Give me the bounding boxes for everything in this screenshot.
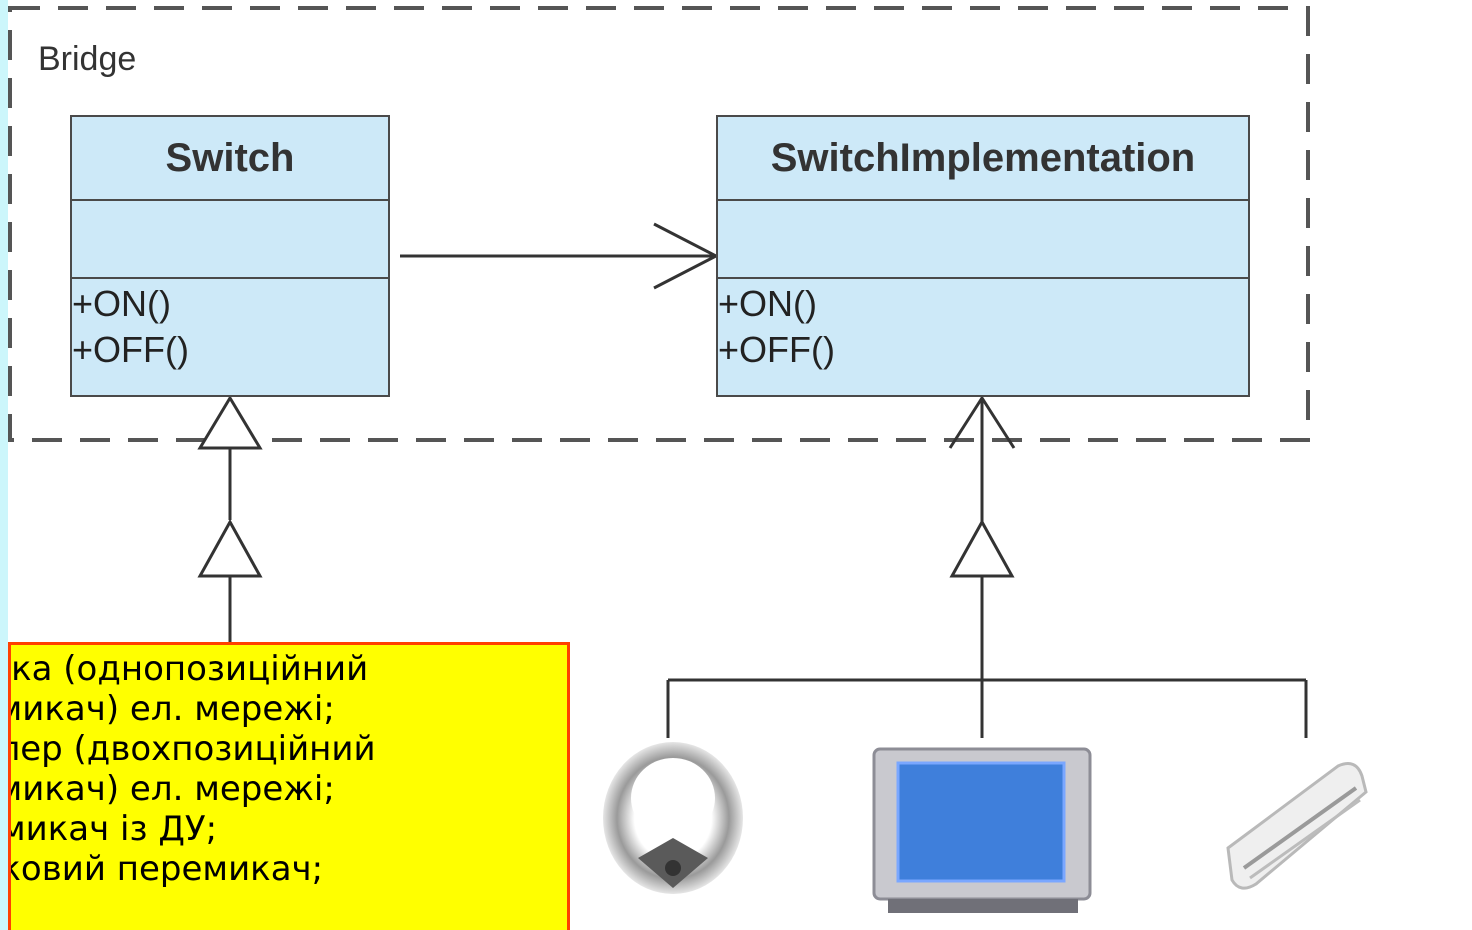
package-label: Bridge (38, 40, 137, 78)
switch-attributes (72, 201, 388, 279)
switch-op-on: +ON() (72, 283, 171, 324)
note-line: перемикач) ел. мережі; (11, 769, 335, 809)
lamp-icon (603, 742, 743, 894)
right-inheritance-triangle (949, 518, 1015, 578)
right-realization-arrowhead (948, 395, 1016, 449)
switch-implementation-attributes (718, 201, 1248, 279)
diagram-connectors (8, 6, 1310, 738)
package-border (8, 6, 1310, 442)
switch-implementation-operations: +ON() +OFF() (718, 279, 1248, 373)
switch-implementation-class-name: SwitchImplementation (718, 117, 1248, 201)
impl-op-on: +ON() (718, 283, 817, 324)
switch-class: Switch +ON() +OFF() (70, 115, 390, 397)
tv-icon (872, 747, 1092, 913)
switch-op-off: +OFF() (72, 329, 189, 370)
note-line: Розетка (однопозиційний (11, 649, 369, 689)
note-line: Перемикач із ДУ; (8, 809, 218, 849)
device-note: Розетка (однопозиційний перемикач) ел. м… (8, 642, 570, 930)
switch-implementation-class: SwitchImplementation +ON() +OFF() (716, 115, 1250, 397)
diagram-canvas: Bridge Switch +ON() +OFF() SwitchImpleme… (8, 0, 1472, 930)
device-note-text: Розетка (однопозиційний перемикач) ел. м… (8, 649, 561, 889)
air-conditioner-icon (1226, 762, 1368, 890)
left-inheritance-triangle-bottom (197, 518, 263, 578)
impl-op-off: +OFF() (718, 329, 835, 370)
note-line: перемикач) ел. мережі; (11, 689, 335, 729)
switch-class-name: Switch (72, 117, 388, 201)
note-line: Кнопковий перемикач; (8, 849, 324, 889)
left-inheritance-triangle-top (197, 395, 263, 450)
switch-operations: +ON() +OFF() (72, 279, 388, 373)
note-line: Тумблер (двохпозиційний (11, 729, 376, 769)
